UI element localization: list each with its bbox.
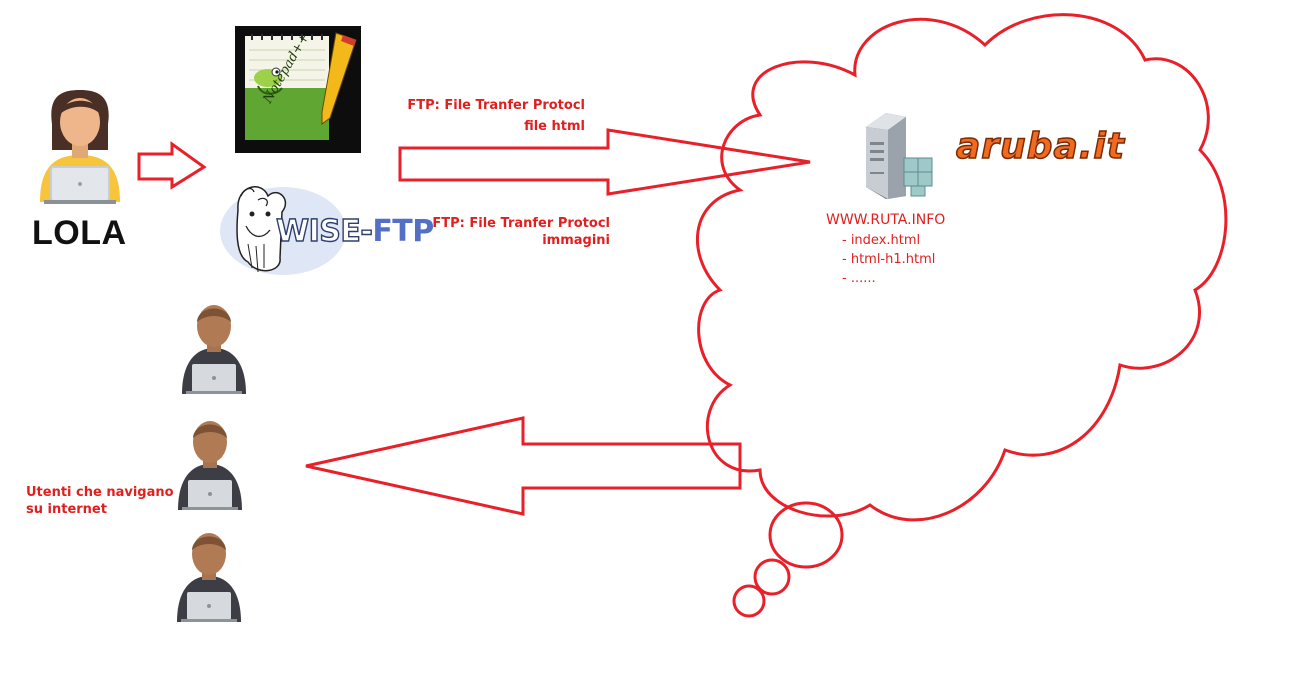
wizard-icon xyxy=(220,186,346,275)
server-file-list: - index.html - html-h1.html - ...... xyxy=(842,231,935,288)
visitor-icon-1 xyxy=(182,305,246,394)
visitors-line2: su internet xyxy=(26,502,107,517)
website-name: WWW.RUTA.INFO xyxy=(826,212,946,228)
wise-ftp-logo-part-b: FTP xyxy=(372,214,434,249)
upload-images-line1: FTP: File Tranfer Protocl xyxy=(432,216,610,231)
upload-images-line2: immagini xyxy=(542,233,610,248)
server-file-item: - html-h1.html xyxy=(842,252,936,267)
visitor-icon-2 xyxy=(178,421,242,510)
visitors-line1: Utenti che navigano xyxy=(26,485,174,500)
notepad-plus-plus-logo xyxy=(235,26,361,153)
server-icon xyxy=(866,113,933,199)
visitors-label: Utenti che navigano su internet xyxy=(26,484,174,518)
woman-user-icon xyxy=(40,90,120,204)
server-file-item: - index.html xyxy=(842,233,921,248)
upload-arrow xyxy=(398,128,811,196)
upload-images-label: FTP: File Tranfer Protocl immagini xyxy=(420,215,610,249)
visitor-icon-3 xyxy=(177,533,241,622)
user-to-apps-arrow xyxy=(137,141,207,190)
wise-ftp-logo-part-a: WISE- xyxy=(275,213,373,249)
wise-ftp-logo-text: WISE-FTP xyxy=(275,213,434,249)
upload-html-label: FTP: File Tranfer Protocl file html xyxy=(400,97,585,135)
download-arrow xyxy=(305,416,742,516)
server-file-item: - ...... xyxy=(842,271,876,286)
aruba-logo: aruba.it xyxy=(955,125,1125,168)
upload-html-line1: FTP: File Tranfer Protocl xyxy=(407,98,585,113)
internet-cloud xyxy=(696,13,1228,618)
user-name-label: LOLA xyxy=(32,214,127,252)
upload-html-line2: file html xyxy=(524,119,585,134)
